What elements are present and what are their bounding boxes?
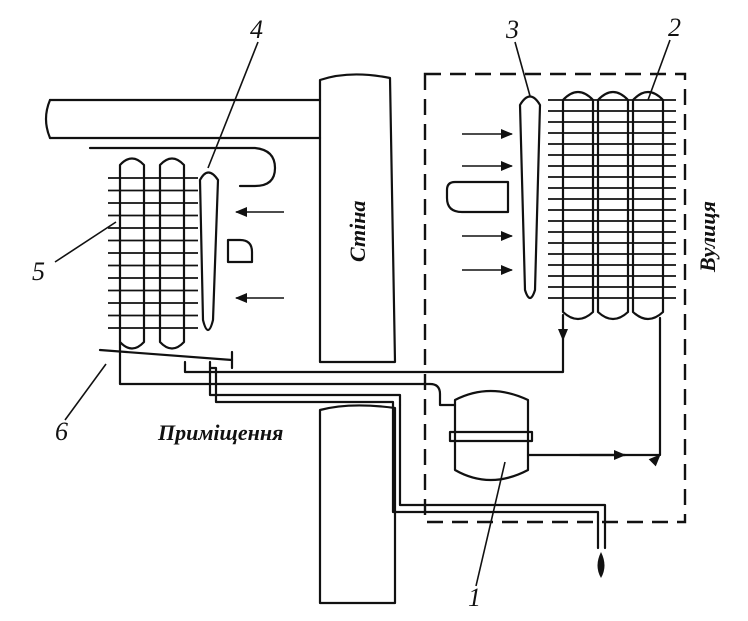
callout-3: 3: [505, 15, 519, 44]
outdoor-fan: [445, 95, 542, 300]
room-label: Приміщення: [157, 420, 283, 445]
callout-1: 1: [468, 583, 481, 612]
refrigerant-piping: [118, 316, 662, 467]
street-label: Вулиця: [695, 201, 720, 273]
indoor-fan: [198, 171, 284, 332]
ceiling-beam: [44, 98, 322, 140]
outdoor-unit-boundary: [423, 72, 687, 524]
callout-5: 5: [32, 257, 45, 286]
indoor-evaporator: [88, 146, 277, 350]
callout-leaders: [54, 39, 671, 587]
wall: [318, 73, 397, 605]
drain-tray: [98, 348, 234, 370]
wall-label: Стіна: [345, 201, 370, 262]
callout-2: 2: [668, 13, 681, 42]
callout-6: 6: [55, 417, 68, 446]
drip-drop: [597, 552, 605, 578]
drain-pipe: [208, 360, 607, 578]
callout-4: 4: [250, 15, 263, 44]
compressor: [448, 390, 534, 481]
outdoor-condenser: [548, 90, 676, 342]
